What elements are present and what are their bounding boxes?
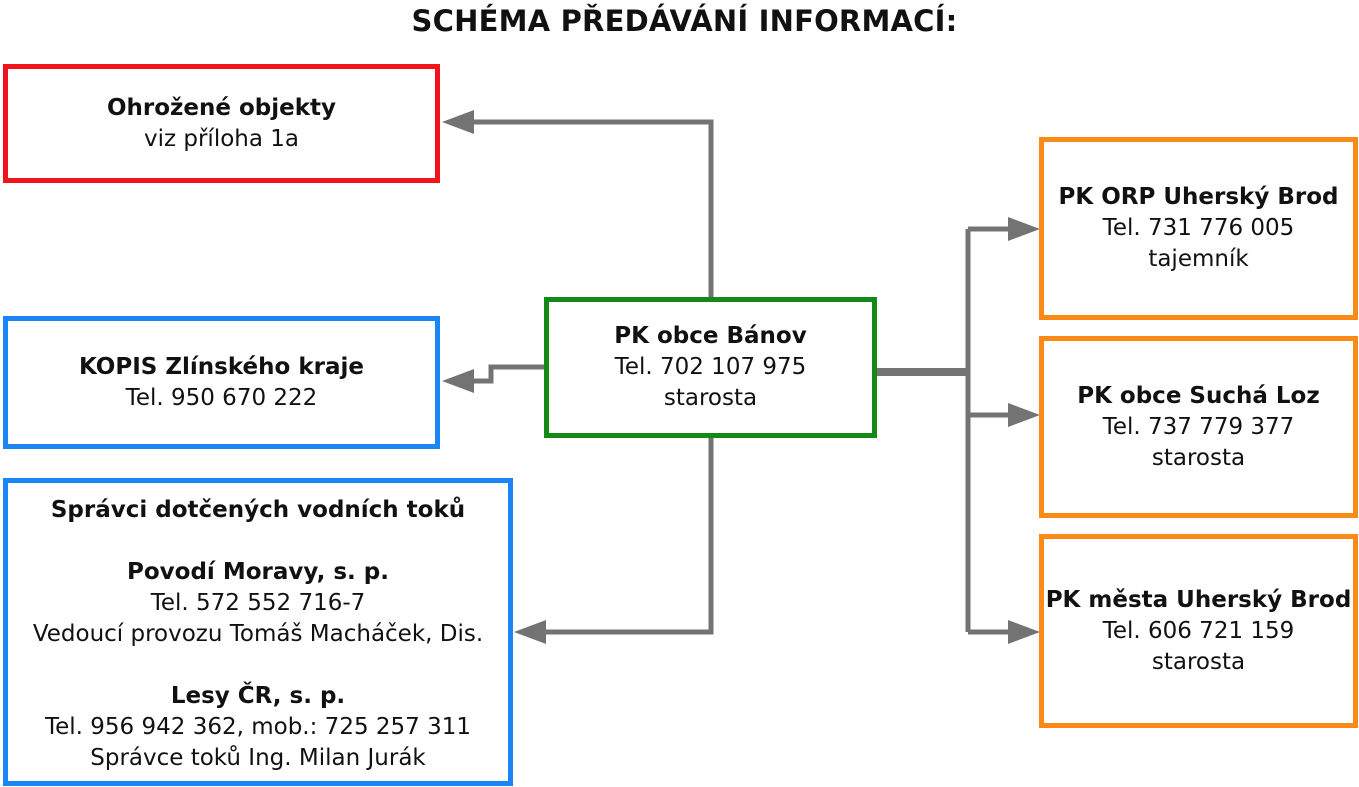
lesy-cr-name: Lesy ČR, s. p. [170,683,346,709]
threatened-objects-name: Ohrožené objekty [106,94,337,121]
kopis-phone: Tel. 950 670 222 [125,384,318,411]
povodi-moravy-contact: Vedoucí provozu Tomáš Macháček, Dis. [32,621,484,647]
center-phone: Tel. 702 107 975 [614,354,807,380]
povodi-moravy-phone: Tel. 572 552 716-7 [150,590,366,616]
arrowhead-water-managers [514,620,546,644]
mesto-role: starosta [1151,648,1246,675]
center-box-banov: PK obce Bánov Tel. 702 107 975 starosta [544,297,877,438]
water-managers-heading: Správci dotčených vodních toků [50,497,466,523]
threatened-objects-box: Ohrožené objekty viz příloha 1a [3,64,440,183]
center-role: starosta [663,385,758,411]
orp-uhersky-brod-box: PK ORP Uherský Brod Tel. 731 776 005 taj… [1039,137,1358,320]
povodi-moravy-name: Povodí Moravy, s. p. [127,559,389,585]
orp-phone: Tel. 731 776 005 [1102,215,1295,241]
kopis-box: KOPIS Zlínského kraje Tel. 950 670 222 [3,316,440,449]
kopis-name: KOPIS Zlínského kraje [79,353,364,380]
arrowhead-uhersky-brod-town [1008,620,1040,644]
orp-role: tajemník [1148,246,1249,272]
mesto-name: PK města Uherský Brod [1045,586,1352,613]
sucha-loz-role: starosta [1151,444,1246,471]
sucha-loz-name: PK obce Suchá Loz [1077,382,1320,409]
orp-name: PK ORP Uherský Brod [1058,184,1339,210]
uhersky-brod-town-box: PK města Uherský Brod Tel. 606 721 159 s… [1039,534,1358,728]
sucha-loz-phone: Tel. 737 779 377 [1102,413,1295,440]
arrowhead-sucha-loz [1008,403,1040,427]
diagram-title: SCHÉMA PŘEDÁVÁNÍ INFORMACÍ: [411,4,958,38]
sucha-loz-box: PK obce Suchá Loz Tel. 737 779 377 staro… [1039,336,1358,518]
connector-to-threatened-objects [474,119,714,298]
arrowhead-kopis [442,369,474,393]
lesy-cr-contact: Správce toků Ing. Milan Jurák [90,745,426,771]
center-name: PK obce Bánov [614,323,807,349]
arrowhead-orp [1008,217,1040,241]
arrowhead-threatened-objects [442,110,474,134]
mesto-phone: Tel. 606 721 159 [1102,617,1295,644]
lesy-cr-phone: Tel. 956 942 362, mob.: 725 257 311 [44,714,472,740]
threatened-objects-note: viz příloha 1a [143,125,299,152]
connector-to-water-managers [546,437,714,635]
connector-to-kopis [474,364,544,384]
water-managers-box: Správci dotčených vodních toků Povodí Mo… [3,478,513,786]
